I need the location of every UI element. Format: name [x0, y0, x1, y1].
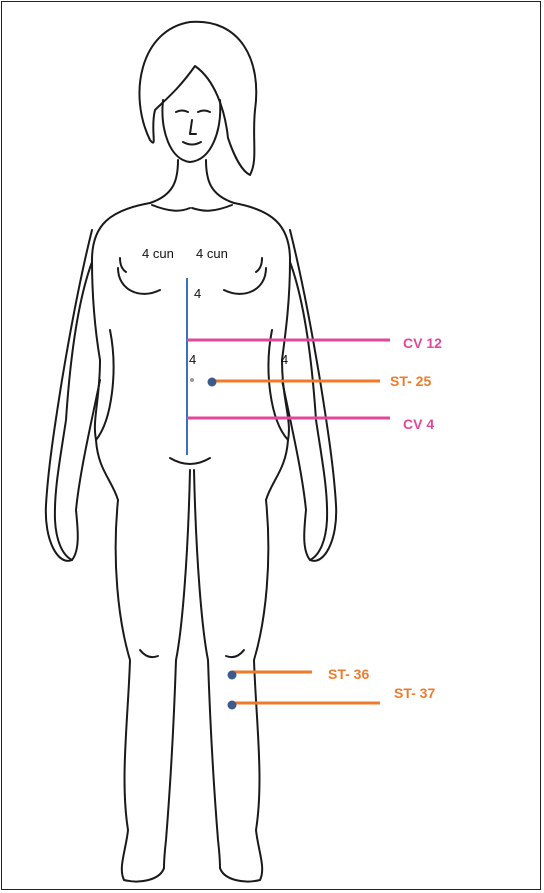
st36-label: ST- 36 [328, 666, 369, 682]
neck [150, 160, 234, 203]
distance-label-upper: 4 [194, 286, 201, 301]
distance-label-right: 4 [281, 352, 288, 367]
leg-left-outer [116, 500, 164, 882]
hair [139, 22, 256, 175]
leg-right-inner [194, 470, 220, 868]
distance-label-left: 4 [189, 352, 196, 367]
cv12-label: CV 12 [403, 335, 442, 351]
st37-dot [228, 701, 237, 710]
st36-dot [228, 671, 237, 680]
st37-label: ST- 37 [394, 685, 435, 701]
st25-dot [208, 378, 217, 387]
cun-label-left: 4 cun [142, 246, 174, 261]
leg-left-inner [164, 470, 190, 868]
cun-label-right: 4 cun [196, 246, 228, 261]
leg-right-outer [220, 500, 268, 882]
cv4-label: CV 4 [403, 416, 434, 432]
st25-label: ST- 25 [390, 373, 431, 389]
